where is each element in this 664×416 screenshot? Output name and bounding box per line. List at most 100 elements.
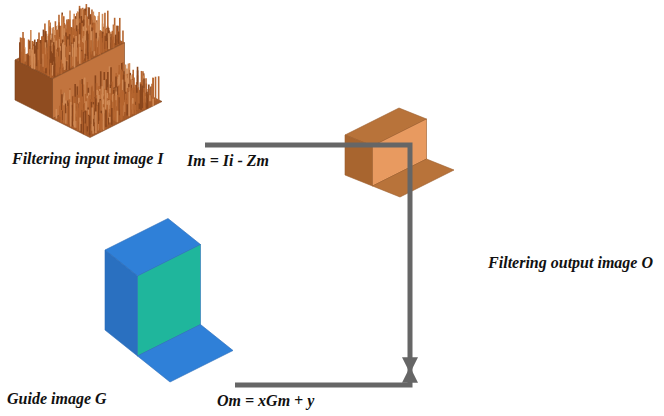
noise-spike (66, 60, 68, 70)
noise-spike (36, 42, 38, 66)
flow-arrow (205, 145, 410, 370)
noise-spike (45, 68, 47, 73)
formula-label: Om = xGm + y (215, 391, 316, 410)
noise-spike (54, 57, 56, 77)
noise-spike (135, 105, 137, 114)
noise-spike (86, 56, 88, 61)
noise-spike (117, 111, 119, 122)
noise-spike (89, 116, 91, 136)
noise-spike (95, 111, 97, 133)
noise-spike (27, 55, 29, 67)
noise-spike (101, 38, 103, 53)
noise-spike (105, 41, 107, 51)
noise-spike (158, 76, 160, 100)
noise-spike (149, 95, 151, 101)
noise-spike (115, 35, 117, 46)
lower-plane (53, 83, 163, 138)
flow-arrow (235, 370, 410, 385)
noise-spike (63, 105, 65, 123)
guide-step-surface (105, 219, 233, 383)
noise-spike (132, 98, 134, 114)
noise-spike (99, 31, 101, 55)
lower-plane (373, 159, 455, 197)
noise-spike (69, 55, 71, 70)
noise-spike (84, 124, 86, 135)
noise-spike (109, 37, 111, 49)
noise-spike (126, 104, 128, 115)
noise-spike (155, 77, 157, 101)
noise-spike (74, 42, 76, 68)
noise-spike (43, 49, 45, 72)
output-step-surface (345, 108, 454, 197)
noise-spike (87, 34, 89, 60)
noise-spike (128, 92, 130, 117)
noise-spike (118, 31, 120, 43)
noise-spike (77, 48, 79, 62)
noise-spike (75, 121, 77, 128)
noise-spike (75, 36, 77, 57)
noise-spike (21, 52, 23, 63)
noise-spike (89, 51, 91, 60)
noise-spike (48, 51, 50, 76)
noise-spike (98, 41, 100, 55)
noise-spike (100, 113, 102, 131)
noise-spike (105, 110, 107, 127)
noise-spike (108, 33, 110, 49)
front-side (105, 250, 138, 356)
noise-spike (64, 45, 66, 70)
noise-spike (95, 38, 97, 53)
noise-spike (23, 49, 25, 63)
noise-spike (29, 56, 31, 66)
noise-spike (56, 109, 58, 119)
noise-spike (74, 103, 76, 127)
noise-spike (136, 93, 138, 111)
noise-spike (83, 112, 85, 134)
noise-spike (81, 121, 83, 132)
noise-spike (152, 99, 154, 106)
noise-spike (84, 54, 86, 61)
noise-spike (63, 98, 65, 123)
noise-spike (136, 88, 138, 110)
noise-spike (66, 61, 68, 70)
noise-spike (50, 63, 52, 78)
noise-spike (111, 108, 113, 125)
noise-spike (118, 32, 120, 44)
noise-spike (105, 90, 107, 109)
image-panel: Filtering output image O (335, 95, 657, 370)
noise-spike (109, 109, 111, 115)
lower-plane (138, 325, 234, 383)
noise-spike (19, 42, 21, 62)
noise-spike (113, 95, 115, 120)
noise-spike (143, 88, 145, 109)
noise-spike (122, 31, 124, 44)
image-panel: Filtering input image I (10, 5, 205, 170)
noise-spike (86, 126, 88, 131)
noise-spike (38, 47, 40, 71)
noise-spike (103, 34, 105, 53)
noise-spike (60, 110, 62, 123)
noise-spike (95, 33, 97, 53)
noise-spike (32, 50, 34, 68)
noise-spike (23, 38, 25, 64)
noise-spike (79, 47, 81, 64)
noise-spike (80, 54, 82, 64)
noisy-input-surface (15, 4, 162, 137)
noise-spike (65, 113, 67, 123)
noise-spike (101, 113, 103, 131)
noise-spike (146, 92, 148, 109)
noise-spike (82, 43, 84, 60)
noise-spike (34, 54, 36, 70)
noise-spike (52, 65, 54, 76)
image-caption: Guide image G (7, 389, 107, 408)
noise-spike (140, 90, 142, 110)
noise-spike (92, 126, 94, 133)
noise-spike (103, 107, 105, 130)
noise-spike (120, 97, 122, 120)
formula-label: Im = Ii - Zm (185, 151, 271, 170)
noise-spike (55, 66, 57, 75)
noise-spike (71, 57, 73, 68)
noise-spike (77, 105, 79, 131)
image-panel: Guide image G (5, 210, 235, 410)
